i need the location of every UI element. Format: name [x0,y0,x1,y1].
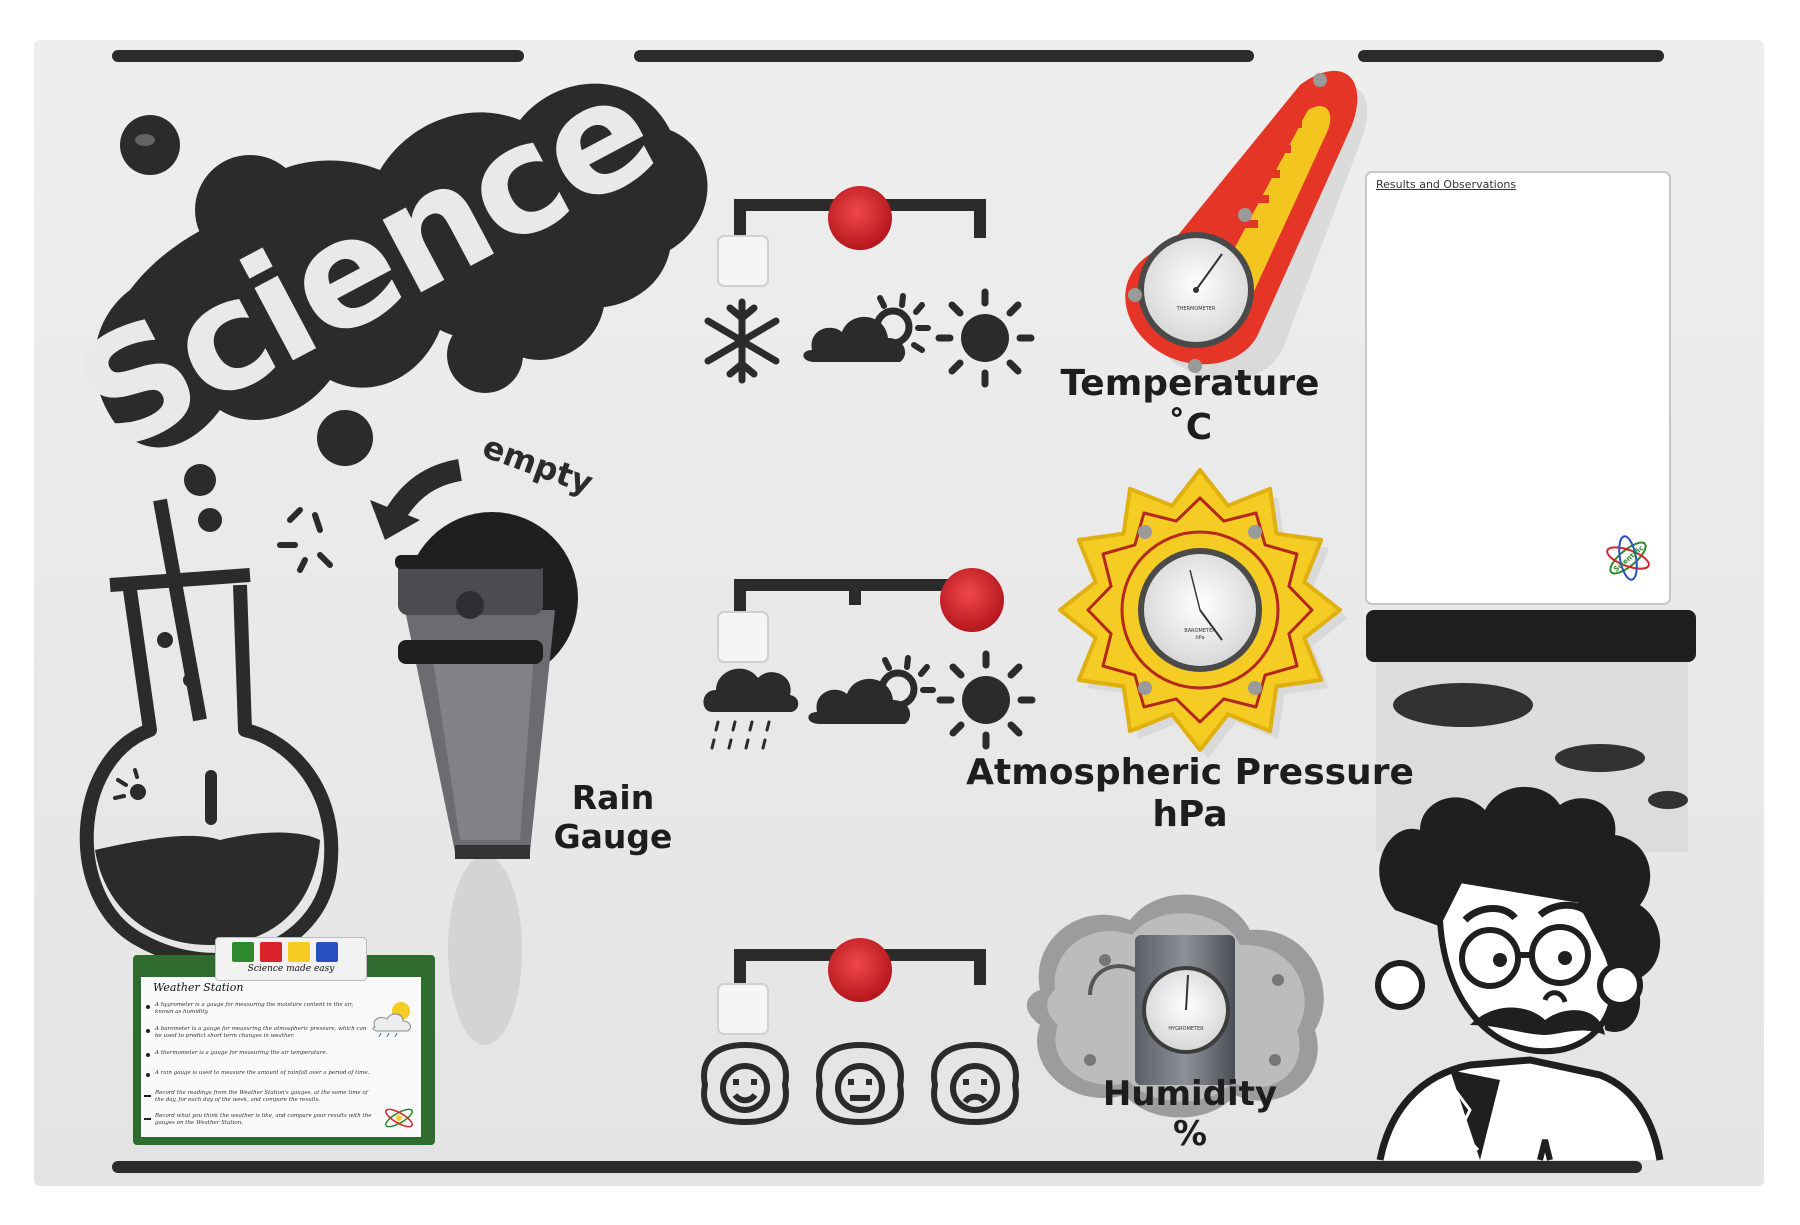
info-line: A thermometer is a gauge for measuring t… [155,1050,328,1056]
pressure-slider[interactable] [717,568,1004,663]
dash-icon [144,1118,151,1120]
pressure-label-text: Atmospheric Pressure [966,752,1414,793]
sun-small-icon [113,768,146,800]
info-card-header: Science made easy [215,937,367,981]
thermometer-face-text: THERMOMETER [1176,306,1216,312]
screw-icon [1248,525,1262,539]
screw-icon [1248,681,1262,695]
info-card-title: Weather Station [153,981,244,994]
rain-gauge[interactable] [395,512,578,1045]
partly-cloudy-icon [803,293,931,362]
sun-icon-2 [936,650,1036,750]
hygrometer-gauge: HYGROMETER [1026,894,1324,1118]
rain-gauge-label-line1: Rain [571,778,655,817]
screw-icon [1138,681,1152,695]
info-card-header-text: Science made easy [247,964,335,974]
microscope-icon [232,942,254,962]
atom-badge-icon [316,942,338,962]
info-line: Record what you think the weather is lik… [155,1113,372,1126]
weather-cloud-sun-icon [372,1002,411,1037]
temperature-label: Temperature ˚C [1000,362,1380,450]
info-line: A barometer is a gauge for measuring the… [155,1026,367,1039]
empty-arrow-icon [370,459,463,540]
humidity-slider[interactable] [717,938,986,1035]
bullet-icon [146,1029,150,1033]
flask-badge-icon [260,942,282,962]
rain-gauge-label-line2: Gauge [553,817,673,856]
scientific-logo-icon: Scientific [1606,535,1650,581]
info-line: Record the readings from the Weather Sta… [155,1090,368,1103]
whiteboard-tray [1366,610,1696,662]
dash-icon [144,1095,151,1097]
card-logo-icon [385,1108,413,1128]
rain-gauge-label: Rain Gauge [518,778,708,856]
sweating-face-icon [931,1041,1019,1126]
thermometer-gauge: THERMOMETER [1125,70,1368,380]
results-whiteboard[interactable]: Scientific [1365,171,1696,852]
panel-rails [112,50,1664,1173]
flask-liquid [95,632,320,945]
pressure-slider-knob[interactable] [940,568,1004,632]
barometer-unit-text: hPa [1195,635,1204,641]
partly-cloudy-icon-2 [808,655,936,724]
scientist-character [1375,786,1664,1161]
pressure-label: Atmospheric Pressure hPa [910,752,1470,836]
sparkle-icon [277,507,333,573]
results-title: Results and Observations [1376,178,1517,191]
temperature-slider-knob[interactable] [828,186,892,250]
temperature-label-text: Temperature [1060,363,1320,404]
snowflake-icon [704,298,780,384]
info-line: A hygrometer is a gauge for measuring th… [155,1002,354,1015]
temperature-slider[interactable] [717,186,986,287]
sun-icon [935,288,1035,388]
temperature-unit: ˚C [1167,407,1213,448]
bullet-icon [146,1073,150,1077]
humidity-label: Humidity % [1000,1074,1380,1154]
happy-face-icon [701,1041,789,1126]
weather-station-info-card: Weather Station A hygrometer is a gauge … [133,937,435,1145]
humidity-slider-knob[interactable] [828,938,892,1002]
gear-badge-icon [288,942,310,962]
hygrometer-face-text: HYGROMETER [1168,1026,1204,1032]
info-line: A rain gauge is used to measure the amou… [155,1070,370,1076]
humidity-label-text: Humidity [1102,1074,1278,1114]
bullet-icon [146,1053,150,1057]
barometer-face-text: BAROMETER [1184,628,1216,634]
pressure-unit: hPa [1152,794,1228,835]
rain-cloud-icon [703,668,799,750]
info-card-body: Weather Station A hygrometer is a gauge … [141,977,421,1137]
neutral-face-icon [816,1041,904,1126]
bullet-icon [146,1005,150,1009]
screw-icon [1138,525,1152,539]
humidity-unit: % [1172,1114,1208,1154]
